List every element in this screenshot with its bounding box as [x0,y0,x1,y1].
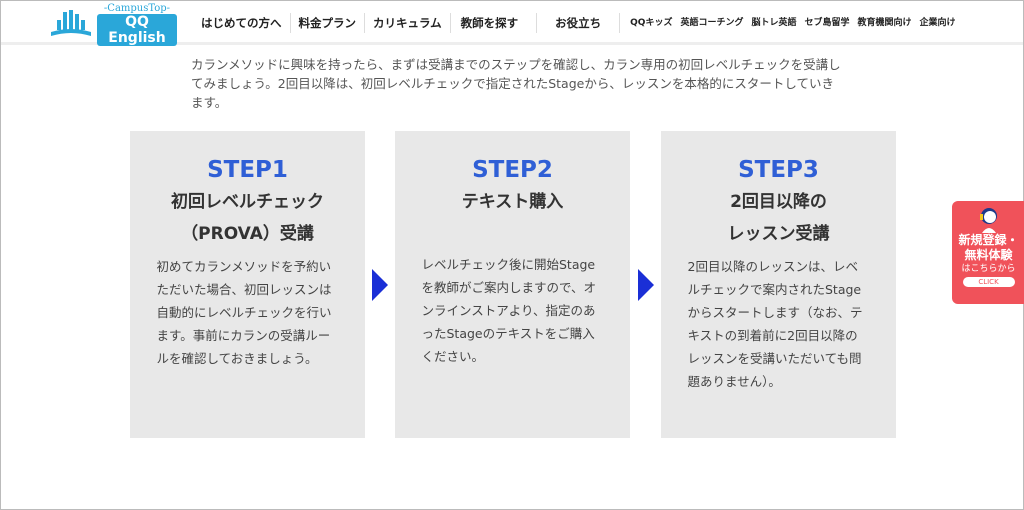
step-title: テキスト購入 [461,192,564,212]
nav-brain-english[interactable]: 脳トレ英語 [751,18,797,28]
cta-click-label[interactable]: CLICK [962,277,1015,287]
cta-line1: 新規登録・ [958,233,1019,247]
step-card-1: STEP1 初回レベルチェック （PROVA）受講 初めてカランメソッドを予約い… [130,131,365,438]
step-number: STEP3 [738,157,819,183]
signup-cta-button[interactable]: 新規登録・ 無料体験 はこちらから CLICK [952,201,1024,304]
nav-corporate[interactable]: 企業向け [919,18,956,28]
cta-line2: 無料体験 [964,248,1013,262]
step-number: STEP2 [472,157,553,183]
nav-useful[interactable]: お役立ち [537,13,621,33]
arrow-right-icon [372,269,388,301]
step-description: レベルチェック後に開始Stageを教師がご案内しますので、オンラインストアより、… [421,257,597,364]
step-title-line2: レッスン受講 [727,224,830,244]
nav-qq-kids[interactable]: QQキッズ [630,18,673,28]
nav-curriculum[interactable]: カリキュラム [365,13,451,33]
step-title-line2: （PROVA）受講 [181,224,314,244]
cta-subtext: はこちらから [961,264,1016,274]
nav-institutions[interactable]: 教育機関向け [857,18,912,28]
logo-title: QQ English [97,13,177,46]
logo[interactable]: -CampusTop- QQ English [49,3,177,46]
nav-beginners[interactable]: はじめての方へ [193,13,291,33]
logo-subtitle: -CampusTop- [103,2,171,14]
nav-find-teacher[interactable]: 教師を探す [451,13,538,33]
arrow-right-icon [638,269,654,301]
site-header: -CampusTop- QQ English はじめての方へ 料金プラン カリキ… [1,1,1023,46]
nav-coaching[interactable]: 英語コーチング [680,18,744,28]
step-number: STEP1 [207,157,288,183]
nav-cebu[interactable]: セブ島留学 [804,18,850,28]
step-description: 2回目以降のレッスンは、レベルチェックで案内されたStageからスタートします（… [687,259,863,389]
step-title: 2回目以降の [730,192,827,212]
building-icon [49,8,93,40]
headset-person-icon [977,205,1001,233]
step-description: 初めてカランメソッドを予約いただいた場合、初回レッスンは自動的にレベルチェックを… [156,259,332,366]
step-title: 初回レベルチェック [171,192,324,212]
step-card-3: STEP3 2回目以降の レッスン受講 2回目以降のレッスンは、レベルチェックで… [661,131,896,438]
intro-text: カランメソッドに興味を持ったら、まずは受講までのステップを確認し、カラン専用の初… [191,57,841,110]
step-card-2: STEP2 テキスト購入 レベルチェック後に開始Stageを教師がご案内しますの… [395,131,630,438]
nav-pricing[interactable]: 料金プラン [291,13,365,33]
main-nav: はじめての方へ 料金プラン カリキュラム 教師を探す お役立ち QQキッズ 英語… [193,1,960,45]
